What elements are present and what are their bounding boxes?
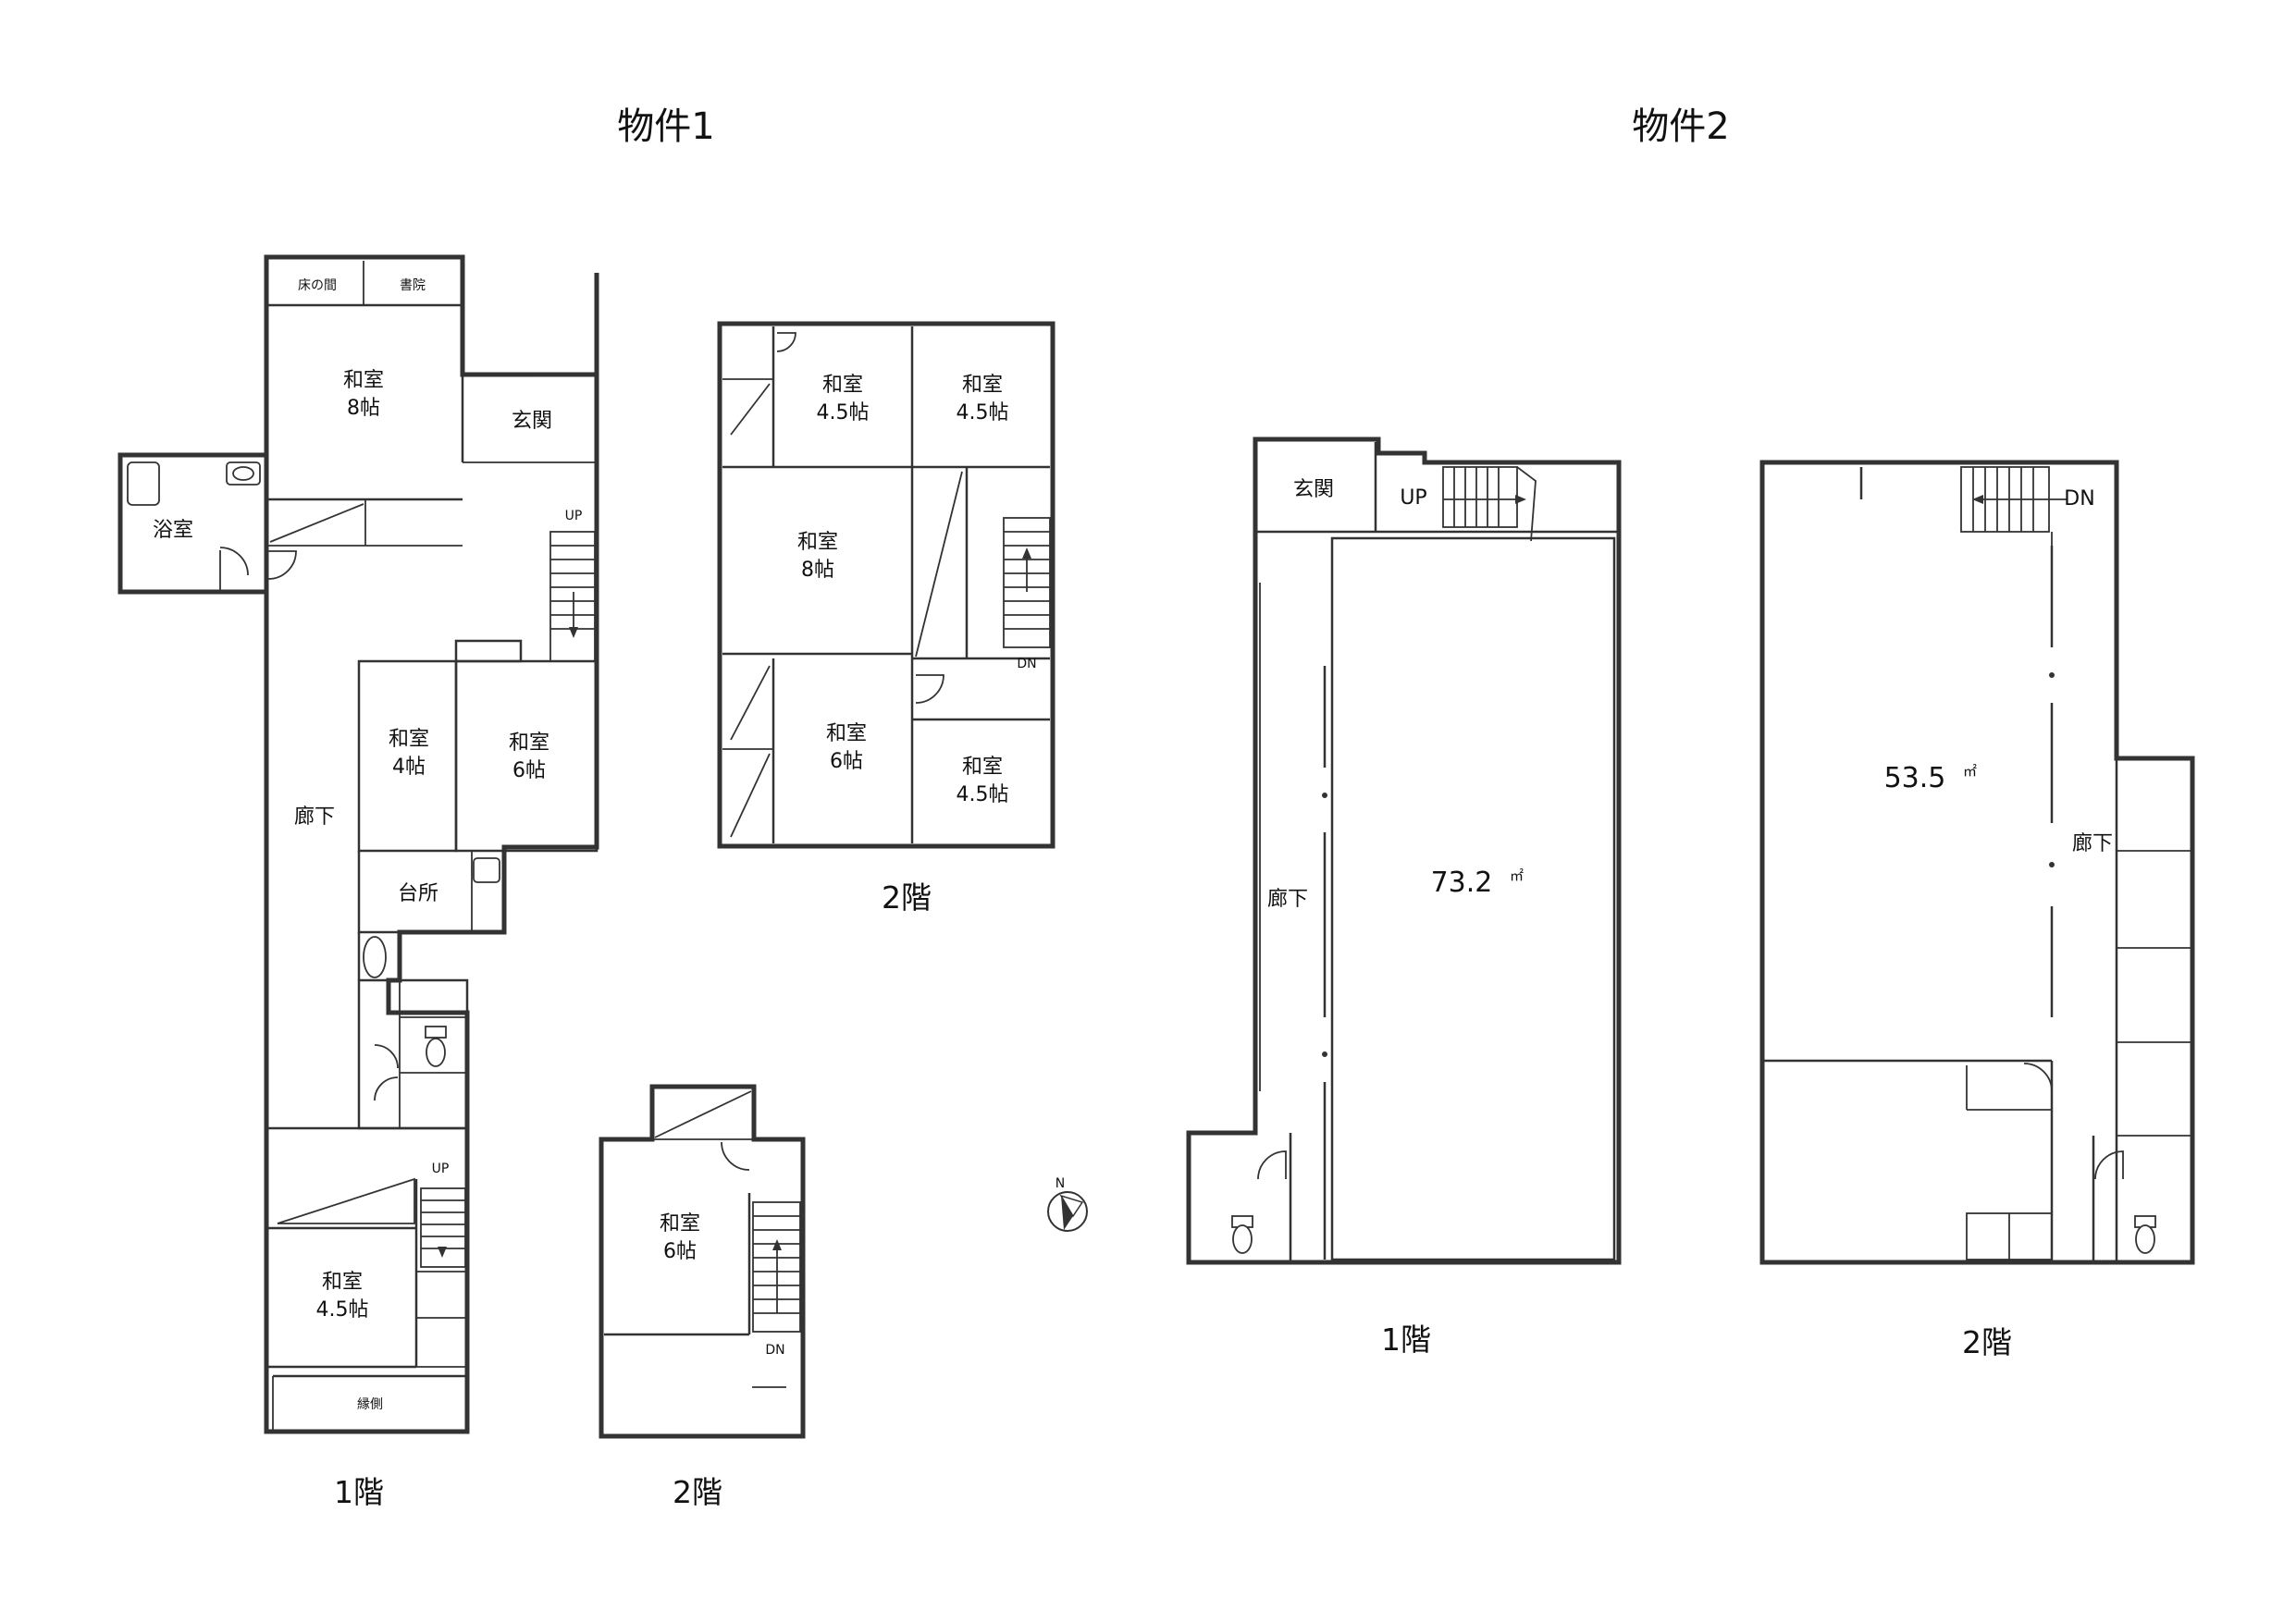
kitchen-sink-icon bbox=[473, 857, 500, 883]
label-p2-f2-area-unit: ㎡ bbox=[1963, 763, 1977, 780]
label-f2-r5-size: 4.5帖 bbox=[957, 783, 1009, 806]
label-f2-r1-name: 和室 bbox=[822, 374, 863, 397]
label-washitsu6-name: 和室 bbox=[509, 732, 549, 755]
label-f2-r3-name: 和室 bbox=[797, 531, 838, 554]
label-washitsu45-name: 和室 bbox=[322, 1271, 363, 1294]
p1-f1-stairs2 bbox=[420, 1187, 466, 1268]
p2-floor2-caption: 2階 bbox=[1962, 1324, 2012, 1360]
p2-f1-outer-wall bbox=[1186, 436, 1622, 1265]
compass-icon: N bbox=[1047, 1176, 1088, 1232]
p1-f2-outer-wall bbox=[717, 321, 1055, 849]
label-f2-r2-name: 和室 bbox=[962, 374, 1003, 397]
label-f2-r4-name: 和室 bbox=[826, 722, 867, 745]
label-stairs-up2: UP bbox=[432, 1162, 450, 1176]
p1-floor2-small-plan: 和室 6帖 DN 2階 bbox=[599, 1084, 806, 1510]
label-stairs-up: UP bbox=[565, 509, 583, 523]
label-f2s-room-size: 6帖 bbox=[663, 1240, 697, 1263]
label-corridor: 廊下 bbox=[294, 805, 335, 829]
label-p2-dn: DN bbox=[2064, 487, 2094, 510]
p1-floor2-main-plan: 和室 4.5帖 和室 4.5帖 和室 8帖 DN 和室 6帖 和室 4.5帖 2… bbox=[717, 321, 1055, 916]
p2-f2-outer-wall bbox=[1759, 460, 2195, 1265]
label-f2-r3-size: 8帖 bbox=[801, 559, 834, 582]
label-washitsu6-size: 6帖 bbox=[512, 759, 546, 782]
toilet-tank-icon bbox=[425, 1026, 447, 1039]
label-kitchen: 台所 bbox=[398, 882, 438, 905]
label-engawa: 縁側 bbox=[357, 1397, 383, 1412]
toilet-icon bbox=[1232, 1224, 1253, 1254]
bathtub-icon bbox=[127, 461, 160, 506]
label-tokonoma: 床の間 bbox=[298, 278, 337, 293]
washbasin-icon bbox=[363, 936, 387, 978]
p1-floor2-small-caption: 2階 bbox=[673, 1474, 722, 1510]
property2-title: 物件2 bbox=[1632, 105, 1729, 148]
p1-floor2-main-caption: 2階 bbox=[882, 879, 932, 916]
label-bath: 浴室 bbox=[153, 519, 193, 542]
label-f2-r1-size: 4.5帖 bbox=[817, 401, 870, 424]
p2-f2-dashed-partition bbox=[2049, 546, 2055, 1017]
p1-f1-outer-wall bbox=[264, 254, 599, 1434]
label-washitsu4-size: 4帖 bbox=[392, 756, 426, 779]
p2-f1-main-space bbox=[1330, 536, 1616, 1261]
p1-f1-room6 bbox=[454, 659, 599, 853]
label-f2-r5-name: 和室 bbox=[962, 756, 1003, 779]
label-p2-f1-area: 73.2 bbox=[1431, 867, 1493, 899]
label-f2-r4-size: 6帖 bbox=[830, 750, 863, 773]
toilet-icon bbox=[426, 1038, 446, 1067]
label-washitsu8-name: 和室 bbox=[343, 369, 384, 392]
label-f2s-room-name: 和室 bbox=[660, 1212, 700, 1236]
p1-f2s-stairs bbox=[752, 1201, 801, 1333]
label-genkan: 玄関 bbox=[512, 410, 552, 433]
label-p2-f2-corridor: 廊下 bbox=[2072, 832, 2113, 855]
p1-floor1-caption: 1階 bbox=[334, 1474, 384, 1510]
label-p2-up: UP bbox=[1400, 486, 1426, 510]
toilet-icon bbox=[2135, 1224, 2155, 1254]
label-f2s-dn: DN bbox=[765, 1343, 784, 1358]
label-washitsu8-size: 8帖 bbox=[347, 397, 380, 420]
label-washitsu45-size: 4.5帖 bbox=[316, 1298, 369, 1322]
p1-floor1-plan: 床の間 書院 和室 8帖 玄関 浴室 UP 和室 4帖 和室 6帖 廊下 台所 … bbox=[117, 254, 599, 1510]
label-p2-f1-area-unit: ㎡ bbox=[1510, 867, 1524, 884]
p1-f2-stairs bbox=[1003, 517, 1051, 648]
compass-north-label: N bbox=[1055, 1176, 1065, 1191]
label-p2-f2-area: 53.5 bbox=[1884, 762, 1946, 794]
label-p2-genkan: 玄関 bbox=[1293, 478, 1334, 501]
p2-floor1-caption: 1階 bbox=[1381, 1322, 1431, 1358]
label-shoin: 書院 bbox=[400, 278, 426, 293]
label-f2-dn: DN bbox=[1017, 657, 1036, 671]
p2-f1-dashed-partition bbox=[1322, 666, 1327, 1260]
label-p2-f1-corridor: 廊下 bbox=[1267, 888, 1308, 911]
property1-title: 物件1 bbox=[617, 105, 714, 148]
p2-floor2-plan: DN 廊下 53.5 ㎡ 2階 bbox=[1759, 460, 2195, 1360]
p2-floor1-plan: 玄関 UP 廊下 73.2 ㎡ 1階 bbox=[1186, 436, 1622, 1358]
label-washitsu4-name: 和室 bbox=[389, 728, 429, 751]
label-f2-r2-size: 4.5帖 bbox=[957, 401, 1009, 424]
